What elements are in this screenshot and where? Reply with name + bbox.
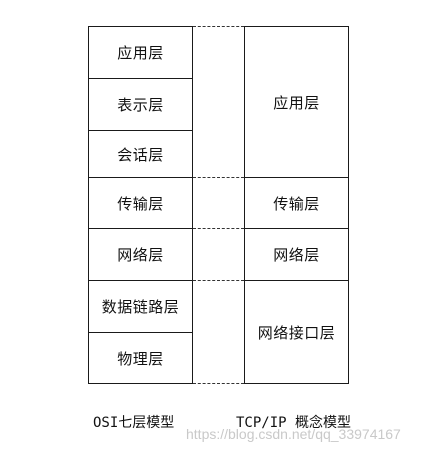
osi-model-caption: OSI七层模型 — [93, 415, 175, 431]
osi-layer-label: 表示层 — [117, 96, 164, 114]
osi-layer-label: 网络层 — [117, 246, 164, 264]
osi-layer-label: 数据链路层 — [101, 298, 180, 316]
watermark-text: https://blog.csdn.net/qq_33974167 — [186, 426, 401, 442]
tcpip-layer-label: 网络层 — [273, 246, 320, 264]
osi-layer-physical: 物理层 — [88, 332, 193, 384]
tcpip-layer-label: 应用层 — [273, 93, 320, 112]
tcpip-model-caption: TCP/IP 概念模型 — [236, 415, 352, 431]
dashed-connector — [193, 177, 244, 178]
dashed-connector — [193, 280, 244, 281]
osi-layer-network: 网络层 — [88, 228, 193, 281]
osi-layer-transport: 传输层 — [88, 177, 193, 229]
tcpip-layer-application: 应用层 — [244, 26, 349, 178]
osi-layer-application: 应用层 — [88, 26, 193, 79]
tcpip-layer-transport: 传输层 — [244, 177, 349, 229]
osi-layer-session: 会话层 — [88, 130, 193, 178]
osi-layer-label: 会话层 — [117, 145, 164, 164]
dashed-connector — [193, 228, 244, 229]
tcpip-layer-label: 网络接口层 — [257, 323, 336, 342]
dashed-connector — [193, 26, 244, 27]
osi-layer-label: 传输层 — [117, 194, 164, 213]
tcpip-layer-internet: 网络层 — [244, 228, 349, 281]
dashed-connector — [193, 383, 244, 384]
osi-layer-data-link: 数据链路层 — [88, 280, 193, 333]
osi-layer-presentation: 表示层 — [88, 78, 193, 131]
osi-layer-label: 应用层 — [117, 44, 164, 62]
tcpip-layer-network-interface: 网络接口层 — [244, 280, 349, 384]
osi-layer-label: 物理层 — [117, 349, 164, 368]
tcpip-layer-label: 传输层 — [273, 194, 320, 213]
